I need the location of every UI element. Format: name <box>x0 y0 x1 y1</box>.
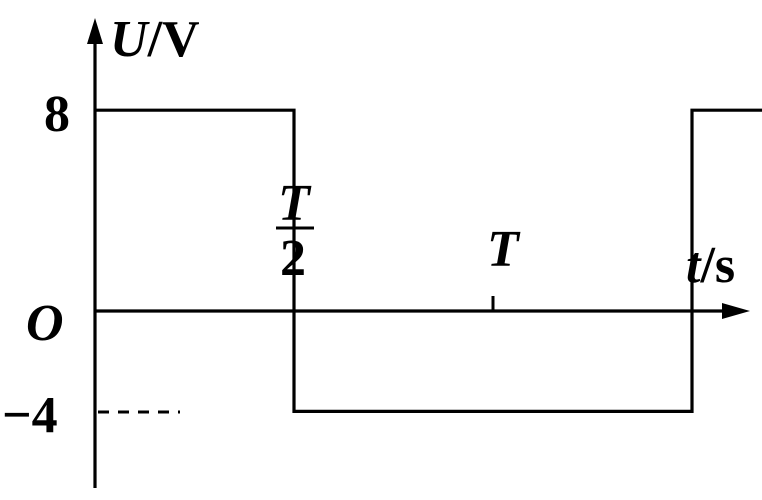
x-tick-label-period: T <box>487 221 521 278</box>
x-axis-arrowhead <box>722 303 750 319</box>
origin-label: O <box>26 295 64 352</box>
x-axis-unit: /s <box>699 237 735 294</box>
y-tick-label-8: 8 <box>44 86 70 143</box>
voltage-square-wave <box>95 108 762 413</box>
y-axis-title: U/V <box>110 11 200 68</box>
y-axis-variable: U <box>110 11 150 68</box>
y-tick-label-neg4: −4 <box>2 387 58 444</box>
x-axis-variable: t <box>686 237 702 294</box>
x-axis-title: t/s <box>686 237 735 294</box>
y-axis-arrowhead <box>87 18 103 44</box>
y-axis-unit: /V <box>147 11 200 68</box>
